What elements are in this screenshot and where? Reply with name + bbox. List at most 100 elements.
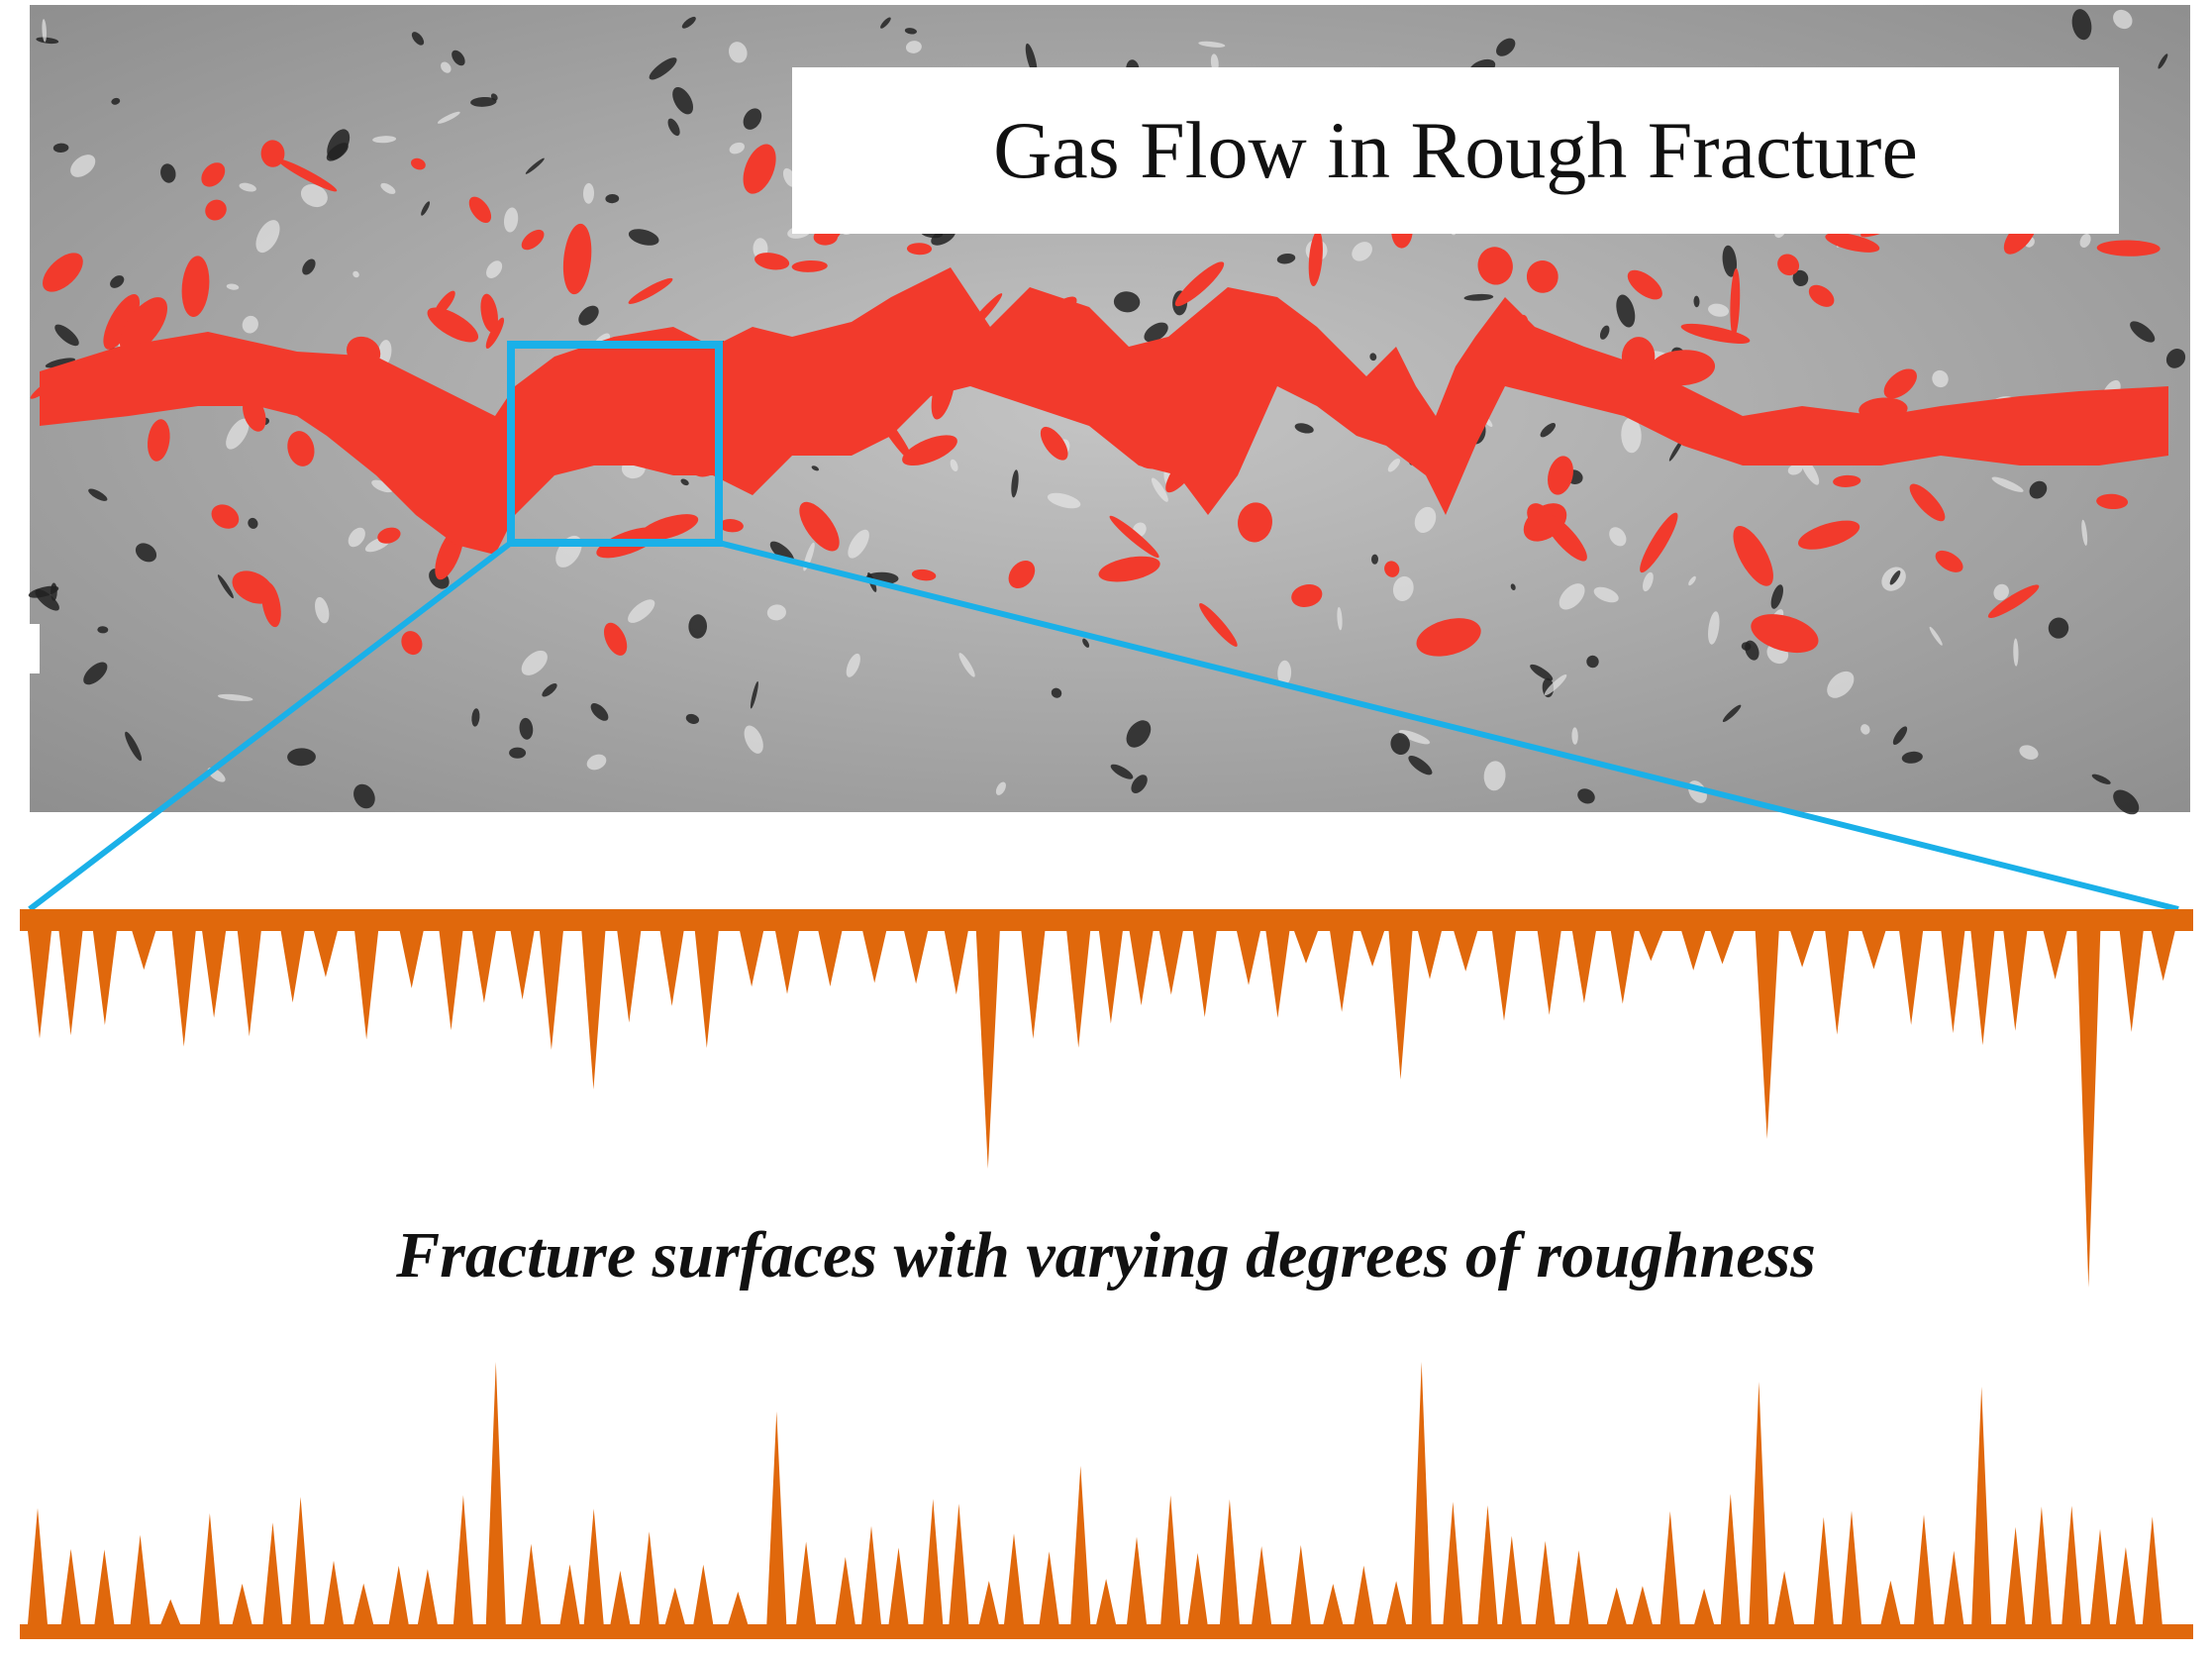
dark-pore: [83, 662, 108, 685]
light-grain: [1827, 671, 1855, 698]
dark-pore: [88, 488, 108, 501]
figure-caption: Fracture surfaces with varying degrees o…: [396, 1219, 1816, 1292]
dark-pore: [1510, 583, 1516, 590]
flow-branch: [1238, 502, 1272, 543]
flow-branch: [1627, 269, 1662, 300]
flow-branch: [1098, 556, 1160, 582]
dark-pore: [353, 783, 375, 809]
flow-branch: [1384, 561, 1400, 577]
flow-branch: [1416, 618, 1481, 657]
flow-branch: [468, 196, 492, 224]
zoom-highlight: [28, 341, 2179, 912]
light-grain: [958, 653, 975, 677]
main-fracture-flow: [40, 267, 2168, 555]
dark-pore: [217, 574, 234, 599]
dark-pore: [1369, 353, 1377, 362]
dark-pore: [1131, 775, 1148, 793]
dark-pore: [1892, 726, 1908, 746]
dark-pore: [811, 465, 819, 471]
flow-branch: [401, 631, 423, 656]
dark-pore: [1051, 687, 1062, 698]
dark-pore: [45, 358, 76, 368]
light-grain: [1688, 575, 1696, 586]
dark-pore: [1390, 733, 1410, 756]
light-grain: [255, 220, 280, 254]
light-grain: [905, 41, 922, 53]
light-grain: [348, 527, 365, 548]
light-grain: [239, 182, 256, 192]
light-grain: [995, 781, 1006, 795]
light-grain: [950, 459, 958, 472]
dark-pore: [672, 86, 694, 115]
light-grain: [1708, 303, 1729, 317]
light-grain: [226, 418, 250, 450]
flow-branch: [261, 581, 281, 628]
flow-branch: [906, 243, 933, 256]
flow-branch: [1733, 526, 1773, 586]
light-grain: [372, 136, 397, 144]
figure-title: Gas Flow in Rough Fracture: [993, 105, 1918, 195]
dark-pore: [287, 748, 316, 767]
light-grain: [352, 270, 359, 278]
flow-branch: [427, 307, 479, 343]
light-grain: [2013, 638, 2019, 667]
light-grain: [1593, 586, 1619, 603]
flow-branch: [1199, 603, 1238, 647]
flow-branch: [377, 527, 401, 544]
dark-pore: [1144, 322, 1168, 343]
light-grain: [70, 155, 96, 177]
flow-branch: [743, 144, 776, 194]
light-grain: [1277, 660, 1292, 685]
dark-pore: [750, 680, 758, 709]
dark-pore: [110, 275, 125, 288]
dark-pore: [470, 96, 497, 107]
flow-branch: [1291, 584, 1323, 607]
dark-pore: [2071, 9, 2092, 41]
dark-pore: [688, 614, 708, 639]
light-grain: [1929, 626, 1943, 646]
dark-pore: [1616, 294, 1636, 328]
dark-pore: [1126, 720, 1152, 748]
flow-branch: [1909, 483, 1946, 522]
light-grain: [1932, 369, 1949, 388]
light-grain: [582, 182, 595, 204]
dark-pore: [1599, 325, 1610, 340]
flow-branch: [1109, 515, 1159, 559]
light-grain: [1787, 464, 1803, 475]
flow-branch: [1543, 513, 1587, 562]
dark-pore: [1276, 253, 1296, 264]
flow-branch: [1308, 230, 1323, 286]
panel-edge-notch: [0, 624, 40, 673]
light-grain: [1621, 417, 1642, 454]
light-grain: [1392, 575, 1414, 601]
dark-pore: [411, 32, 425, 46]
zoom-box: [507, 341, 723, 547]
flow-branch: [1174, 261, 1225, 307]
dark-pore: [743, 108, 762, 130]
light-grain: [503, 207, 519, 233]
flow-branch: [1777, 254, 1800, 276]
flow-branch: [603, 622, 628, 656]
flow-branch: [1548, 456, 1573, 495]
dark-pore: [2130, 321, 2156, 343]
light-grain: [1398, 730, 1431, 745]
light-grain: [437, 111, 460, 124]
light-grain: [1151, 477, 1168, 502]
light-grain: [217, 693, 253, 701]
flow-branch: [480, 293, 498, 333]
dark-pore: [1294, 423, 1314, 434]
flow-branch: [1477, 247, 1513, 285]
flow-branch: [902, 435, 957, 466]
dark-pore: [2048, 617, 2069, 639]
flow-branch: [1825, 232, 1880, 253]
dark-pore: [667, 118, 680, 137]
dark-pore: [685, 713, 700, 724]
dark-pore: [2113, 789, 2140, 815]
flow-branch: [719, 519, 744, 533]
light-grain: [2079, 234, 2091, 248]
dark-pore: [1792, 269, 1809, 286]
flow-branch: [201, 162, 226, 187]
flow-branches: [30, 125, 2161, 657]
dark-pore: [2165, 349, 2186, 368]
